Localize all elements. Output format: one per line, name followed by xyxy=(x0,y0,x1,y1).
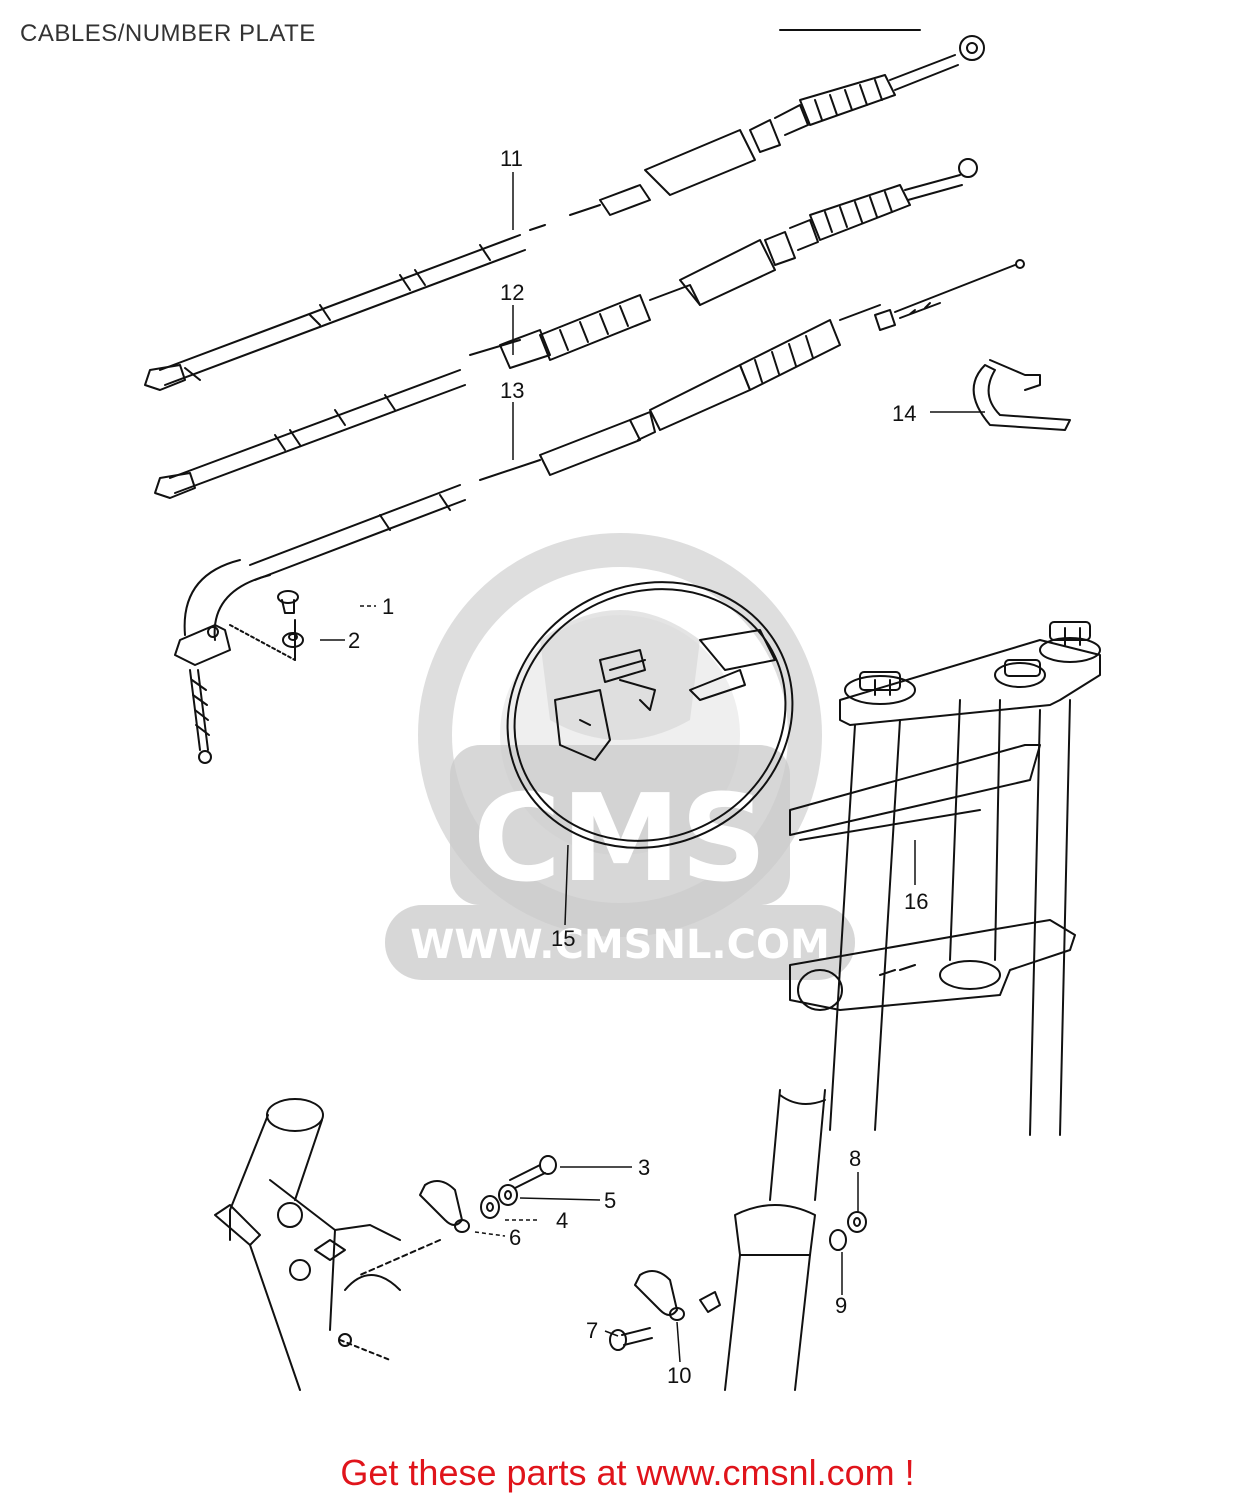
page-title: CABLES/NUMBER PLATE xyxy=(20,20,316,47)
screw-1 xyxy=(277,590,299,614)
callout-15: 15 xyxy=(551,926,575,951)
nut-5 xyxy=(498,1184,518,1206)
callout-14: 14 xyxy=(892,401,916,426)
callout-4: 4 xyxy=(556,1208,568,1233)
callout-12: 12 xyxy=(500,280,524,305)
footer-banner[interactable]: Get these parts at www.cmsnl.com ! xyxy=(0,1452,1233,1494)
cms-watermark: CMS WWW.CMSNL.COM xyxy=(385,533,855,980)
callout-6: 6 xyxy=(509,1225,521,1250)
callout-16: 16 xyxy=(904,889,928,914)
number-plate-15 xyxy=(506,581,794,849)
clamp-14 xyxy=(972,359,1071,431)
cable-13 xyxy=(174,259,1025,764)
callout-1: 1 xyxy=(382,594,394,619)
callout-7: 7 xyxy=(586,1318,598,1343)
callout-3: 3 xyxy=(638,1155,650,1180)
front-fork xyxy=(724,621,1101,1391)
bolt-7 xyxy=(609,1327,653,1351)
nut-2 xyxy=(282,632,304,648)
clip-6 xyxy=(359,1180,470,1276)
callout-5: 5 xyxy=(604,1188,616,1213)
callout-11: 11 xyxy=(500,146,523,171)
callout-13: 13 xyxy=(500,378,524,403)
clip-10 xyxy=(634,1270,721,1321)
watermark-url: WWW.CMSNL.COM xyxy=(410,922,830,968)
frame-head xyxy=(214,1098,401,1391)
callout-9: 9 xyxy=(835,1293,847,1318)
footer-text[interactable]: Get these parts at www.cmsnl.com ! xyxy=(340,1452,915,1493)
callout-10: 10 xyxy=(667,1363,691,1388)
callout-8: 8 xyxy=(849,1146,861,1171)
nut-8 xyxy=(847,1211,867,1233)
washer-4 xyxy=(480,1195,500,1219)
bolt-3 xyxy=(509,1155,557,1189)
callout-2: 2 xyxy=(348,628,360,653)
callout-labels: 1 2 3 4 5 6 7 8 9 10 11 12 13 14 15 16 xyxy=(348,146,928,1388)
cable-12 xyxy=(154,158,978,499)
washer-9 xyxy=(829,1229,847,1251)
cable-11 xyxy=(144,35,985,391)
